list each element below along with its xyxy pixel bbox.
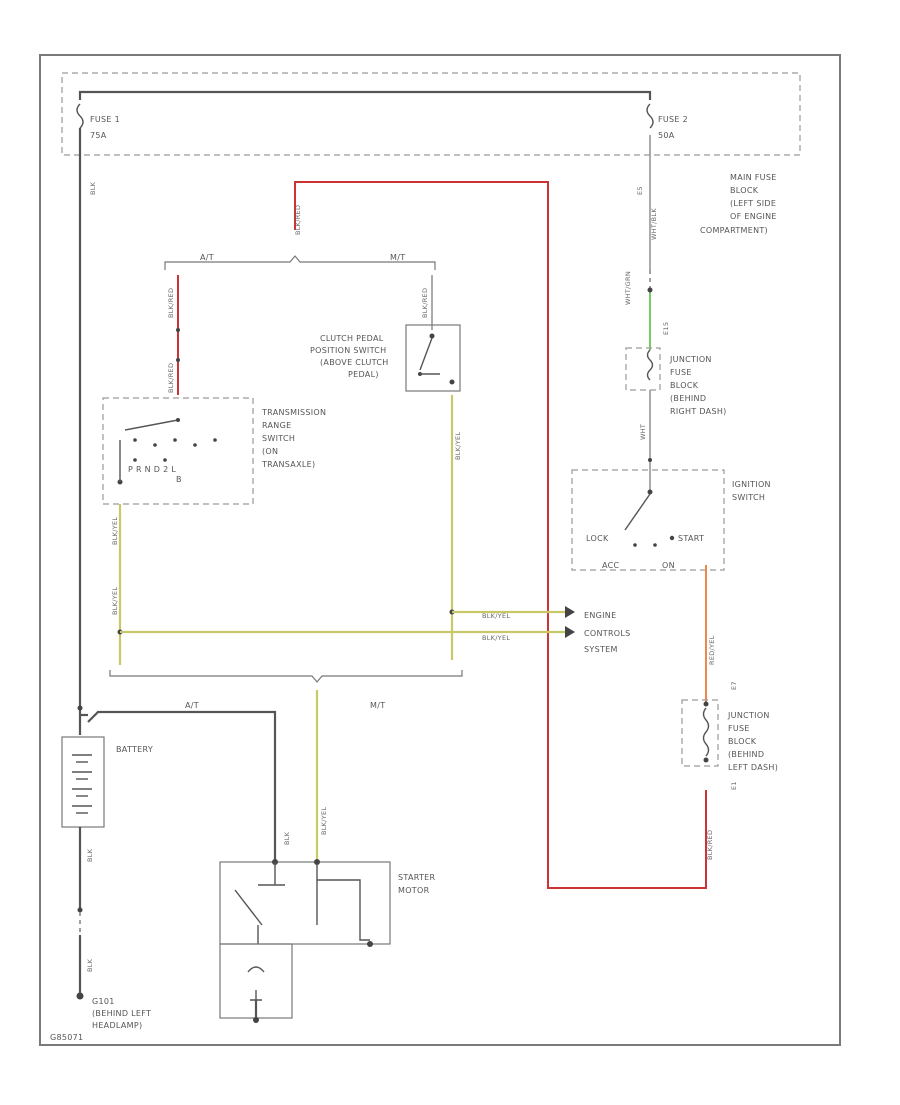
ground-label: G101 (92, 997, 115, 1006)
arrow-engine-controls-2 (565, 626, 575, 638)
svg-text:BLK/RED: BLK/RED (706, 830, 714, 860)
starter-solenoid-box (219, 861, 391, 945)
svg-text:SWITCH: SWITCH (732, 493, 765, 502)
svg-text:E15: E15 (662, 322, 670, 335)
junction-fuse-block-1-box (625, 347, 661, 391)
battery-label: BATTERY (116, 745, 153, 754)
bottom-bracket (109, 670, 463, 683)
svg-text:BLK/RED: BLK/RED (167, 363, 175, 393)
arrow-engine-controls-1 (565, 606, 575, 618)
svg-text:BLK/YEL: BLK/YEL (111, 517, 119, 545)
transmission-range-switch-box (102, 397, 254, 505)
svg-text:(LEFT SIDE: (LEFT SIDE (730, 199, 776, 208)
svg-text:CONTROLS: CONTROLS (584, 629, 631, 638)
fuse-1-label: FUSE 1 (90, 115, 120, 124)
battery-cells-icon (72, 754, 92, 814)
fuse-1-rating: 75A (90, 131, 107, 140)
svg-text:BLK/YEL: BLK/YEL (111, 587, 119, 615)
svg-text:WHT: WHT (639, 424, 647, 440)
junction-block-2-label: JUNCTION (727, 711, 770, 720)
svg-text:FUSE: FUSE (728, 724, 750, 733)
svg-text:E7: E7 (730, 681, 738, 690)
svg-text:RED/YEL: RED/YEL (708, 635, 716, 665)
svg-text:B: B (176, 475, 182, 484)
motor-ground-icon (250, 990, 262, 1001)
svg-text:LEFT DASH): LEFT DASH) (728, 763, 778, 772)
svg-text:E1: E1 (730, 781, 738, 790)
ign-start-label: START (678, 534, 704, 543)
svg-text:BLK: BLK (86, 848, 94, 862)
clutch-switch-label: CLUTCH PEDAL (320, 334, 384, 343)
svg-text:BLK/YEL: BLK/YEL (320, 807, 328, 835)
ignition-switch-label: IGNITION (732, 480, 771, 489)
fuse-2-symbol (646, 103, 654, 129)
svg-text:E5: E5 (636, 186, 644, 195)
svg-text:SWITCH: SWITCH (262, 434, 295, 443)
motor-coil-icon (247, 966, 265, 973)
svg-text:PEDAL): PEDAL) (348, 370, 379, 379)
branch-at-label: A/T (200, 253, 214, 262)
junction-fuse-block-2-box (681, 699, 719, 767)
fuse-2-label: FUSE 2 (658, 115, 688, 124)
battery-box (61, 736, 105, 828)
svg-text:RIGHT DASH): RIGHT DASH) (670, 407, 727, 416)
svg-text:(BEHIND: (BEHIND (728, 750, 764, 759)
svg-text:BLK/RED: BLK/RED (167, 288, 175, 318)
branch-mt-label: M/T (390, 253, 405, 262)
svg-text:OF ENGINE: OF ENGINE (730, 212, 777, 221)
svg-text:POSITION SWITCH: POSITION SWITCH (310, 346, 387, 355)
fuse-1-symbol (76, 103, 84, 129)
engine-controls-label: ENGINE (584, 611, 616, 620)
svg-text:(ON: (ON (262, 447, 278, 456)
svg-text:BLK/YEL: BLK/YEL (482, 634, 510, 642)
svg-text:BLOCK: BLOCK (730, 186, 759, 195)
clutch-pedal-switch-box (405, 324, 461, 392)
ign-acc-label: ACC (602, 561, 620, 570)
svg-text:TRANSAXLE): TRANSAXLE) (261, 460, 315, 469)
svg-text:HEADLAMP): HEADLAMP) (92, 1021, 142, 1030)
svg-text:BLK/YEL: BLK/YEL (454, 432, 462, 460)
main-fuse-block-box (61, 72, 801, 156)
svg-text:WHT/BLK: WHT/BLK (650, 208, 658, 240)
at-mt-bracket (164, 255, 436, 270)
svg-text:FUSE: FUSE (670, 368, 692, 377)
svg-text:BLK/RED: BLK/RED (421, 288, 429, 318)
svg-text:BLOCK: BLOCK (670, 381, 699, 390)
svg-text:BLK: BLK (89, 181, 97, 195)
svg-text:WHT/GRN: WHT/GRN (624, 271, 632, 305)
ground-point (76, 992, 84, 1000)
fuse-2-rating: 50A (658, 131, 675, 140)
svg-text:(BEHIND: (BEHIND (670, 394, 706, 403)
svg-text:BLK/YEL: BLK/YEL (482, 612, 510, 620)
fuse-bus-bar (78, 90, 652, 100)
branch-at-2-label: A/T (185, 701, 199, 710)
figure-id: G85071 (50, 1033, 83, 1042)
svg-text:BLK: BLK (283, 831, 291, 845)
ign-lock-label: LOCK (586, 534, 609, 543)
svg-text:SYSTEM: SYSTEM (584, 645, 618, 654)
svg-text:(ABOVE CLUTCH: (ABOVE CLUTCH (320, 358, 389, 367)
ignition-switch-box (571, 469, 725, 571)
svg-text:(BEHIND LEFT: (BEHIND LEFT (92, 1009, 151, 1018)
branch-mt-2-label: M/T (370, 701, 385, 710)
transmission-switch-label: TRANSMISSION (261, 408, 326, 417)
svg-text:BLOCK: BLOCK (728, 737, 757, 746)
svg-text:MOTOR: MOTOR (398, 886, 430, 895)
svg-text:BLK: BLK (86, 958, 94, 972)
diagram-frame (39, 54, 841, 1046)
svg-text:COMPARTMENT): COMPARTMENT) (700, 226, 768, 235)
ign-on-label: ON (662, 561, 675, 570)
wire-red-ignition-feed (294, 181, 707, 889)
svg-text:BLK/RED: BLK/RED (294, 205, 302, 235)
main-fuse-block-label: MAIN FUSE (730, 173, 777, 182)
trs-positions: P R N D 2 L (128, 465, 176, 474)
svg-text:RANGE: RANGE (262, 421, 291, 430)
junction-block-1-label: JUNCTION (669, 355, 712, 364)
wire-battery-to-starter (87, 710, 277, 862)
starter-motor-label: STARTER (398, 873, 436, 882)
